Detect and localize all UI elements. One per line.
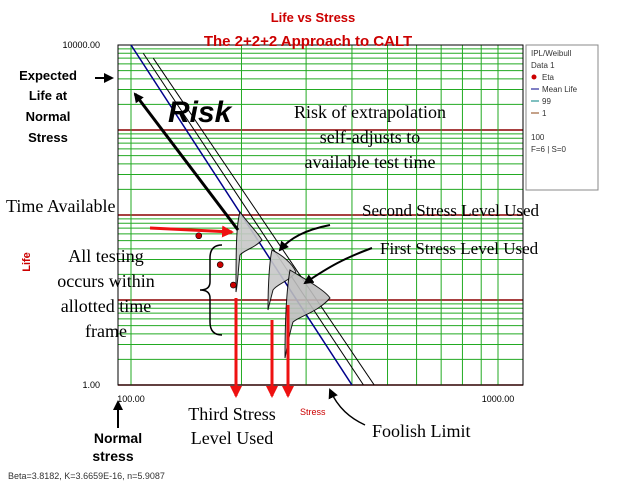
legend: IPL/Weibull Data 1 Eta Mean Life 99 1 10… — [525, 44, 599, 191]
legend-1: 1 — [542, 109, 547, 118]
x-tick-label: 100.00 — [117, 394, 145, 404]
expected-life-label: Normal — [26, 109, 71, 124]
normal-stress-label: stress — [92, 448, 133, 464]
legend-eta: Eta — [542, 73, 555, 82]
first-stress-pointer — [303, 247, 373, 285]
chart-grid — [118, 45, 523, 386]
legend-mean-life: Mean Life — [542, 85, 578, 94]
second-stress-label: Second Stress Level Used — [362, 201, 540, 220]
third-stress-label: Third Stress — [188, 404, 276, 424]
eta-point — [230, 281, 237, 289]
second-stress-pointer — [278, 224, 331, 252]
all-testing-line: occurs within — [57, 271, 154, 291]
foolish-limit-label: Foolish Limit — [372, 421, 471, 441]
legend-fs: F=6 | S=0 — [531, 145, 567, 154]
eta-points — [195, 232, 237, 289]
pdf-first-stress — [284, 269, 331, 359]
extrapolation-arrow — [133, 92, 240, 231]
eta-point — [216, 261, 224, 269]
first-stress-label: First Stress Level Used — [380, 239, 539, 258]
pdf-second-stress — [267, 249, 297, 311]
plot-frame — [117, 44, 524, 386]
time-frame-brace — [199, 244, 223, 336]
eta-point — [195, 232, 203, 240]
legend-99: 99 — [542, 97, 551, 106]
risk-label: Risk — [168, 96, 233, 129]
all-testing-line: All testing — [68, 246, 144, 266]
normal-stress-label: Normal — [94, 430, 142, 446]
all-testing-line: frame — [85, 321, 127, 341]
expected-life-label: Expected — [19, 68, 77, 83]
legend-box — [525, 44, 599, 191]
risk-note-line: Risk of extrapolation — [294, 102, 446, 122]
legend-data-label: Data 1 — [531, 61, 555, 70]
all-testing-line: allotted time — [61, 296, 151, 316]
time-available-arrow — [149, 225, 234, 238]
chart-subtitle: The 2+2+2 Approach to CALT — [204, 33, 412, 50]
lower-bound-line — [152, 57, 375, 386]
expected-life-label: Stress — [28, 130, 68, 145]
y-tick-label: 10000.00 — [62, 40, 100, 50]
chart-title: Life vs Stress — [271, 10, 356, 25]
y-axis-label: Life — [21, 252, 33, 272]
footer-parameters: Beta=3.8182, K=3.6659E-16, n=5.9087 — [8, 471, 165, 481]
legend-100: 100 — [531, 133, 545, 142]
third-stress-label: Level Used — [191, 428, 273, 448]
pdf-curves — [235, 210, 331, 359]
legend-title: IPL/Weibull — [531, 49, 572, 58]
pdf-third-stress — [235, 210, 263, 293]
y-tick-label: 1.00 — [82, 380, 100, 390]
legend-eta-marker — [531, 74, 537, 80]
x-axis-label: Stress — [300, 407, 326, 417]
risk-note-line: available test time — [305, 152, 436, 172]
risk-note-line: self-adjusts to — [320, 127, 421, 147]
time-available-label: Time Available — [6, 196, 116, 216]
x-tick-label: 1000.00 — [482, 394, 515, 404]
upper-bound-line — [142, 52, 364, 386]
expected-life-label: Life at — [29, 88, 68, 103]
foolish-limit-pointer — [328, 388, 366, 426]
